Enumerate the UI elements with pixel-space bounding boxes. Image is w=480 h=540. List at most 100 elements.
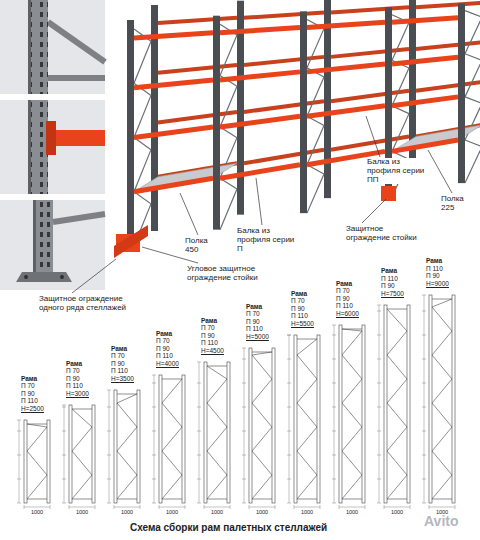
dimension-tick [107, 431, 111, 432]
dimension-tick [62, 455, 66, 456]
brace [48, 22, 105, 62]
frame-scheme [107, 390, 140, 509]
dimension-tick [152, 431, 156, 432]
dimension-line [19, 420, 20, 503]
part-label: Защитное ограждение одного ряда стеллаже… [38, 295, 138, 313]
dimension-tick [332, 383, 336, 384]
dimension-tick [242, 503, 246, 504]
leader-line [362, 199, 386, 223]
frame-scheme [287, 335, 320, 509]
dimension-value: 1000 [391, 509, 403, 515]
frame-upright [92, 405, 95, 503]
upright [30, 0, 48, 94]
profile-type: П 90 [66, 375, 80, 382]
beam [392, 18, 458, 22]
base-plate [16, 272, 72, 282]
dimension-tick [339, 505, 340, 509]
dimension-tick [107, 455, 111, 456]
frame-height: H=4000 [156, 360, 179, 367]
dimension-tick [197, 479, 201, 480]
dimension-tick [332, 431, 336, 432]
beam [392, 57, 458, 64]
dimension-tick [275, 505, 276, 509]
frame-brace [117, 394, 137, 395]
frame-height: H=3000 [66, 390, 89, 397]
dimension-value: 1000 [301, 509, 313, 515]
dimension-tick [152, 383, 156, 384]
caption: Схема сборки рам палетных стеллажей [130, 522, 327, 533]
frame-brace [220, 35, 237, 76]
frame-upright [339, 325, 342, 503]
frame-upright [272, 348, 275, 503]
frame-name: Рама [426, 257, 442, 264]
frame-brace [162, 379, 182, 380]
beam [331, 91, 409, 101]
part-label: Угловое защитное ограждение стойки [186, 265, 272, 283]
frame-height: H=4500 [201, 347, 224, 354]
detail-panel [0, 0, 105, 94]
dimension-tick [17, 420, 21, 421]
frame-brace [207, 366, 227, 499]
frame-name: Рама [201, 317, 217, 324]
dimension-tick [152, 455, 156, 456]
frame-name: Рама [381, 267, 397, 274]
frame-brace [432, 499, 452, 500]
frame-upright [24, 420, 27, 503]
dimension-tick [422, 431, 426, 432]
leader-line [256, 178, 262, 225]
frame-schemes [17, 295, 455, 509]
dimension-tick [152, 375, 156, 376]
dimension-tick [152, 479, 156, 480]
frame-upright [249, 348, 252, 503]
dimension-tick [197, 503, 201, 504]
upright [30, 100, 48, 194]
dimension-tick [287, 335, 291, 336]
dimension-tick [455, 505, 456, 509]
dimension-tick [332, 359, 336, 360]
profile-type: П 90 [111, 360, 125, 367]
beam [244, 12, 324, 17]
frame-brace [162, 379, 182, 499]
dimension-value: 1000 [211, 509, 223, 515]
dimension-value: 1000 [121, 509, 133, 515]
dimension-tick [422, 383, 426, 384]
dimension-tick [332, 503, 336, 504]
frame-height: H=9000 [426, 280, 449, 287]
profile-type: П 90 [156, 345, 170, 352]
dimension-tick [287, 479, 291, 480]
dimension-line [379, 305, 380, 503]
dimension-value: 1000 [346, 509, 358, 515]
frame-brace [387, 309, 407, 499]
frame-scheme [17, 420, 50, 509]
upright-guard [381, 186, 396, 201]
profile-type: П 110 [291, 312, 308, 319]
dimension-tick [242, 455, 246, 456]
dimension-tick [107, 390, 111, 391]
dimension-tick [422, 503, 426, 504]
dimension-tick [410, 505, 411, 509]
dimension-tick [69, 505, 70, 509]
dimension-line [204, 507, 230, 508]
dimension-tick [377, 503, 381, 504]
upright-edge [33, 200, 36, 272]
dimension-tick [62, 407, 66, 408]
frame-upright [204, 362, 207, 503]
beam [134, 127, 213, 138]
frame-brace [465, 54, 480, 61]
dimension-tick [95, 505, 96, 509]
beam [220, 72, 300, 80]
frame-brace [220, 189, 237, 230]
profile-type: П 110 [111, 367, 128, 374]
frame-height: H=2500 [21, 405, 44, 412]
dimension-tick [377, 305, 381, 306]
beam [307, 106, 385, 116]
upright [300, 11, 307, 213]
dimension-tick [140, 505, 141, 509]
row-guard [114, 225, 148, 258]
beam [220, 116, 300, 127]
dimension-line [154, 375, 155, 503]
dimension-tick [287, 359, 291, 360]
beam [331, 7, 409, 12]
part-label: Защитное ограждение стойки [345, 225, 419, 243]
